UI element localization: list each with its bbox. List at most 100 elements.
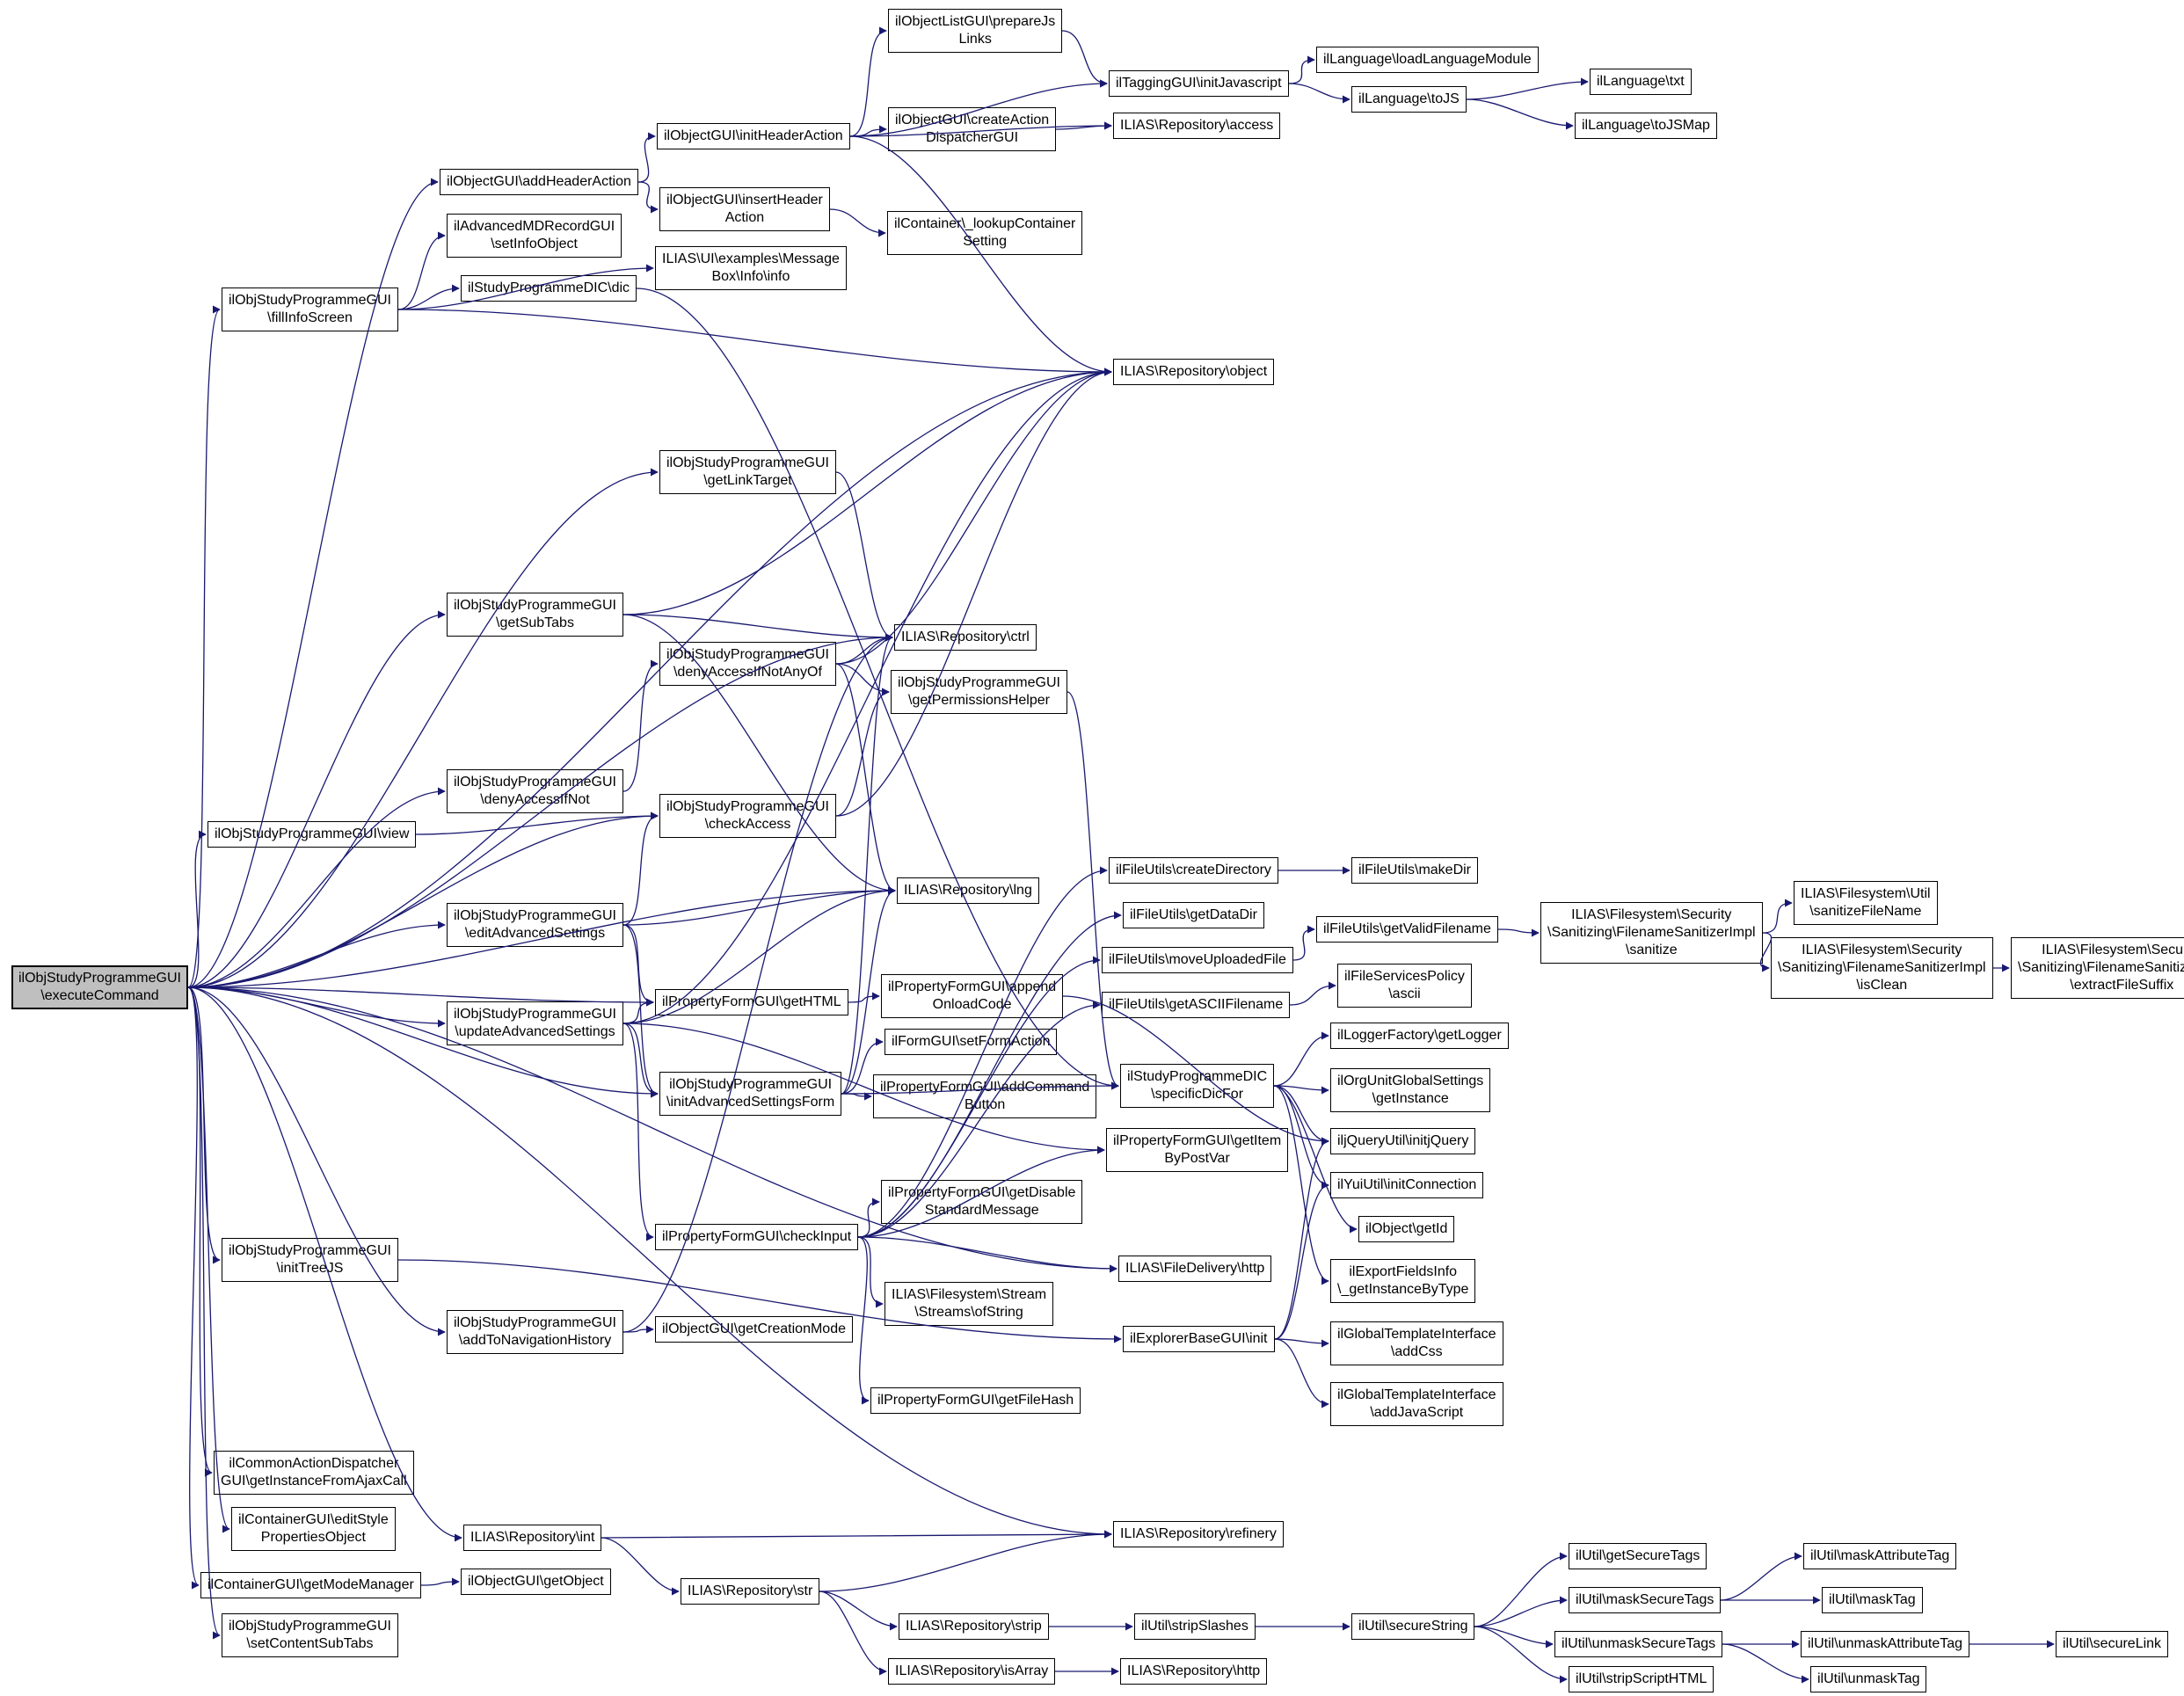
- node-orgUnitGetInstance[interactable]: ilOrgUnitGlobalSettings \getInstance: [1330, 1068, 1491, 1112]
- edge-specificDicFor--getLogger: [1273, 1031, 1329, 1087]
- node-repoIsArray[interactable]: ILIAS\Repository\isArray: [888, 1658, 1056, 1685]
- node-denyAccessIfNot[interactable]: ilObjStudyProgrammeGUI \denyAccessIfNot: [447, 769, 623, 813]
- node-fillInfoScreen[interactable]: ilObjStudyProgrammeGUI \fillInfoScreen: [222, 288, 398, 331]
- node-repoAccess[interactable]: ILIAS\Repository\access: [1113, 113, 1281, 139]
- node-unmaskAttributeTag[interactable]: ilUtil\unmaskAttributeTag: [1801, 1631, 1970, 1657]
- node-repoObject[interactable]: ILIAS\Repository\object: [1113, 359, 1275, 385]
- node-createDirectory[interactable]: ilFileUtils\createDirectory: [1109, 857, 1278, 884]
- node-setInfoObject[interactable]: ilAdvancedMDRecordGUI \setInfoObject: [447, 214, 622, 258]
- node-repoStrip[interactable]: ILIAS\Repository\strip: [899, 1613, 1049, 1640]
- node-prepareJsLinks[interactable]: ilObjectListGUI\prepareJs Links: [888, 9, 1063, 53]
- node-getFileHash[interactable]: ilPropertyFormGUI\getFileHash: [870, 1387, 1081, 1414]
- node-specificDicFor[interactable]: ilStudyProgrammeDIC \specificDicFor: [1120, 1064, 1275, 1108]
- node-toJSMap[interactable]: ilLanguage\toJSMap: [1575, 113, 1717, 139]
- node-maskSecureTags[interactable]: ilUtil\maskSecureTags: [1569, 1587, 1722, 1613]
- node-getSecureTags[interactable]: ilUtil\getSecureTags: [1569, 1543, 1707, 1569]
- node-dic[interactable]: ilStudyProgrammeDIC\dic: [461, 275, 637, 302]
- node-toJS[interactable]: ilLanguage\toJS: [1351, 86, 1467, 113]
- node-editAdvancedSettings[interactable]: ilObjStudyProgrammeGUI \editAdvancedSett…: [447, 903, 623, 947]
- node-addCommandButton[interactable]: ilPropertyFormGUI\addCommand Button: [873, 1074, 1097, 1118]
- node-repoCtrl[interactable]: ILIAS\Repository\ctrl: [894, 624, 1037, 651]
- node-insertHeaderAction[interactable]: ilObjectGUI\insertHeader Action: [659, 187, 830, 231]
- node-sanitizeFileName[interactable]: ILIAS\Filesystem\Util \sanitizeFileName: [1794, 881, 1938, 925]
- node-view[interactable]: ilObjStudyProgrammeGUI\view: [207, 821, 417, 848]
- node-ofString[interactable]: ILIAS\Filesystem\Stream \Streams\ofStrin…: [885, 1282, 1054, 1326]
- node-getASCIIFilename[interactable]: ilFileUtils\getASCIIFilename: [1102, 992, 1291, 1018]
- node-addJavaScript[interactable]: ilGlobalTemplateInterface \addJavaScript: [1330, 1382, 1503, 1426]
- node-makeDir[interactable]: ilFileUtils\makeDir: [1351, 857, 1479, 884]
- node-unmaskSecureTags[interactable]: ilUtil\unmaskSecureTags: [1554, 1631, 1723, 1657]
- node-maskTag[interactable]: ilUtil\maskTag: [1822, 1587, 1923, 1613]
- node-getId[interactable]: ilObject\getId: [1358, 1216, 1455, 1242]
- node-loadLanguageModule[interactable]: ilLanguage\loadLanguageModule: [1316, 47, 1539, 73]
- node-addCss[interactable]: ilGlobalTemplateInterface \addCss: [1330, 1321, 1503, 1365]
- node-getPermissionsHelper[interactable]: ilObjStudyProgrammeGUI \getPermissionsHe…: [891, 670, 1067, 714]
- node-getCreationMode[interactable]: ilObjectGUI\getCreationMode: [655, 1316, 853, 1343]
- edge-executeCommand--getModeManager: [187, 986, 200, 1590]
- node-msgInfo[interactable]: ILIAS\UI\examples\Message Box\Info\info: [655, 246, 847, 290]
- node-repoStr[interactable]: ILIAS\Repository\str: [681, 1578, 820, 1605]
- node-setFormAction[interactable]: ilFormGUI\setFormAction: [885, 1029, 1058, 1055]
- node-setContentSubTabs[interactable]: ilObjStudyProgrammeGUI \setContentSubTab…: [222, 1613, 398, 1657]
- edge-addToNavigationHistory--getCreationMode: [622, 1325, 654, 1334]
- node-repoLng[interactable]: ILIAS\Repository\lng: [897, 877, 1039, 904]
- edge-getValidFilename--sanitize: [1497, 928, 1540, 937]
- node-initJavascript[interactable]: ilTaggingGUI\initJavascript: [1109, 70, 1289, 97]
- node-getDataDir[interactable]: ilFileUtils\getDataDir: [1123, 902, 1264, 928]
- node-getInstanceFromAjaxCall[interactable]: ilCommonActionDispatcher GUI\getInstance…: [214, 1451, 414, 1495]
- edge-fillInfoScreen--repoObject: [397, 309, 1112, 376]
- node-getObject[interactable]: ilObjectGUI\getObject: [461, 1569, 611, 1595]
- node-stripSlashes[interactable]: ilUtil\stripSlashes: [1134, 1613, 1256, 1640]
- node-updateAdvancedSettings[interactable]: ilObjStudyProgrammeGUI \updateAdvancedSe…: [447, 1001, 623, 1045]
- node-maskAttributeTag[interactable]: ilUtil\maskAttributeTag: [1803, 1543, 1957, 1569]
- node-createActionDispatcherGUI[interactable]: ilObjectGUI\createAction DispatcherGUI: [888, 107, 1057, 151]
- edge-explorerInit--initConnection: [1274, 1181, 1329, 1340]
- node-editStylePropertiesObject[interactable]: ilContainerGUI\editStyle PropertiesObjec…: [231, 1507, 396, 1551]
- node-initjQuery[interactable]: iljQueryUtil\initjQuery: [1330, 1128, 1476, 1154]
- node-getModeManager[interactable]: ilContainerGUI\getModeManager: [200, 1572, 421, 1598]
- node-isClean[interactable]: ILIAS\Filesystem\Security \Sanitizing\Fi…: [1771, 937, 1993, 999]
- node-stripScriptHTML[interactable]: ilUtil\stripScriptHTML: [1569, 1666, 1714, 1692]
- node-repoRefinery[interactable]: ILIAS\Repository\refinery: [1113, 1521, 1284, 1547]
- node-sanitize[interactable]: ILIAS\Filesystem\Security \Sanitizing\Fi…: [1540, 902, 1763, 964]
- node-txt[interactable]: ilLanguage\txt: [1590, 69, 1692, 95]
- node-getLinkTarget[interactable]: ilObjStudyProgrammeGUI \getLinkTarget: [659, 450, 836, 494]
- node-ascii[interactable]: ilFileServicesPolicy \ascii: [1337, 964, 1472, 1008]
- node-executeCommand[interactable]: ilObjStudyProgrammeGUI \executeCommand: [11, 965, 188, 1009]
- edge-executeCommand--initTreeJS: [187, 986, 221, 1264]
- node-moveUploadedFile[interactable]: ilFileUtils\moveUploadedFile: [1102, 947, 1293, 973]
- node-initTreeJS[interactable]: ilObjStudyProgrammeGUI \initTreeJS: [222, 1238, 398, 1282]
- node-initHeaderAction[interactable]: ilObjectGUI\initHeaderAction: [657, 123, 850, 149]
- node-checkAccess[interactable]: ilObjStudyProgrammeGUI \checkAccess: [659, 794, 836, 838]
- node-getHTML[interactable]: ilPropertyFormGUI\getHTML: [655, 989, 848, 1015]
- node-extractFileSuffix[interactable]: ILIAS\Filesystem\Security \Sanitizing\Fi…: [2011, 937, 2184, 999]
- node-initConnection[interactable]: ilYuiUtil\initConnection: [1330, 1172, 1484, 1198]
- edge-addHeaderAction--insertHeaderAction: [637, 181, 659, 214]
- node-getItemByPostVar[interactable]: ilPropertyFormGUI\getItem ByPostVar: [1106, 1128, 1289, 1172]
- edge-repoStr--repoIsArray: [819, 1590, 887, 1676]
- node-getSubTabs[interactable]: ilObjStudyProgrammeGUI \getSubTabs: [447, 593, 623, 637]
- edge-initJavascript--toJS: [1288, 83, 1350, 104]
- node-lookupContainerSetting[interactable]: ilContainer\_lookupContainer Setting: [887, 211, 1083, 255]
- node-secureString[interactable]: ilUtil\secureString: [1351, 1613, 1475, 1640]
- node-addToNavigationHistory[interactable]: ilObjStudyProgrammeGUI \addToNavigationH…: [447, 1310, 623, 1354]
- node-repoInt[interactable]: ILIAS\Repository\int: [463, 1525, 602, 1551]
- node-checkInput[interactable]: ilPropertyFormGUI\checkInput: [655, 1224, 859, 1250]
- node-fileDeliveryHttp[interactable]: ILIAS\FileDelivery\http: [1118, 1256, 1272, 1282]
- node-secureLink[interactable]: ilUtil\secureLink: [2056, 1631, 2169, 1657]
- edge-getLinkTarget--repoCtrl: [835, 471, 893, 642]
- node-getInstanceByType[interactable]: ilExportFieldsInfo \_getInstanceByType: [1330, 1259, 1476, 1303]
- node-getDisableStandardMessage[interactable]: ilPropertyFormGUI\getDisable StandardMes…: [881, 1180, 1083, 1224]
- node-explorerInit[interactable]: ilExplorerBaseGUI\init: [1123, 1326, 1275, 1352]
- node-getValidFilename[interactable]: ilFileUtils\getValidFilename: [1316, 916, 1498, 943]
- edge-checkInput--ofString: [857, 1236, 884, 1308]
- node-appendOnloadCode[interactable]: ilPropertyFormGUI\append OnloadCode: [881, 974, 1064, 1018]
- node-repoHttp[interactable]: ILIAS\Repository\http: [1120, 1658, 1268, 1685]
- node-addHeaderAction[interactable]: ilObjectGUI\addHeaderAction: [440, 169, 638, 195]
- node-initAdvancedSettingsForm[interactable]: ilObjStudyProgrammeGUI \initAdvancedSett…: [659, 1072, 842, 1116]
- edge-maskSecureTags--maskAttributeTag: [1720, 1552, 1802, 1601]
- node-getLogger[interactable]: ilLoggerFactory\getLogger: [1330, 1023, 1509, 1049]
- edge-updateAdvancedSettings--checkInput: [622, 1023, 654, 1241]
- node-denyAccessIfNotAnyOf[interactable]: ilObjStudyProgrammeGUI \denyAccessIfNotA…: [659, 642, 836, 686]
- node-unmaskTag[interactable]: ilUtil\unmaskTag: [1810, 1666, 1927, 1692]
